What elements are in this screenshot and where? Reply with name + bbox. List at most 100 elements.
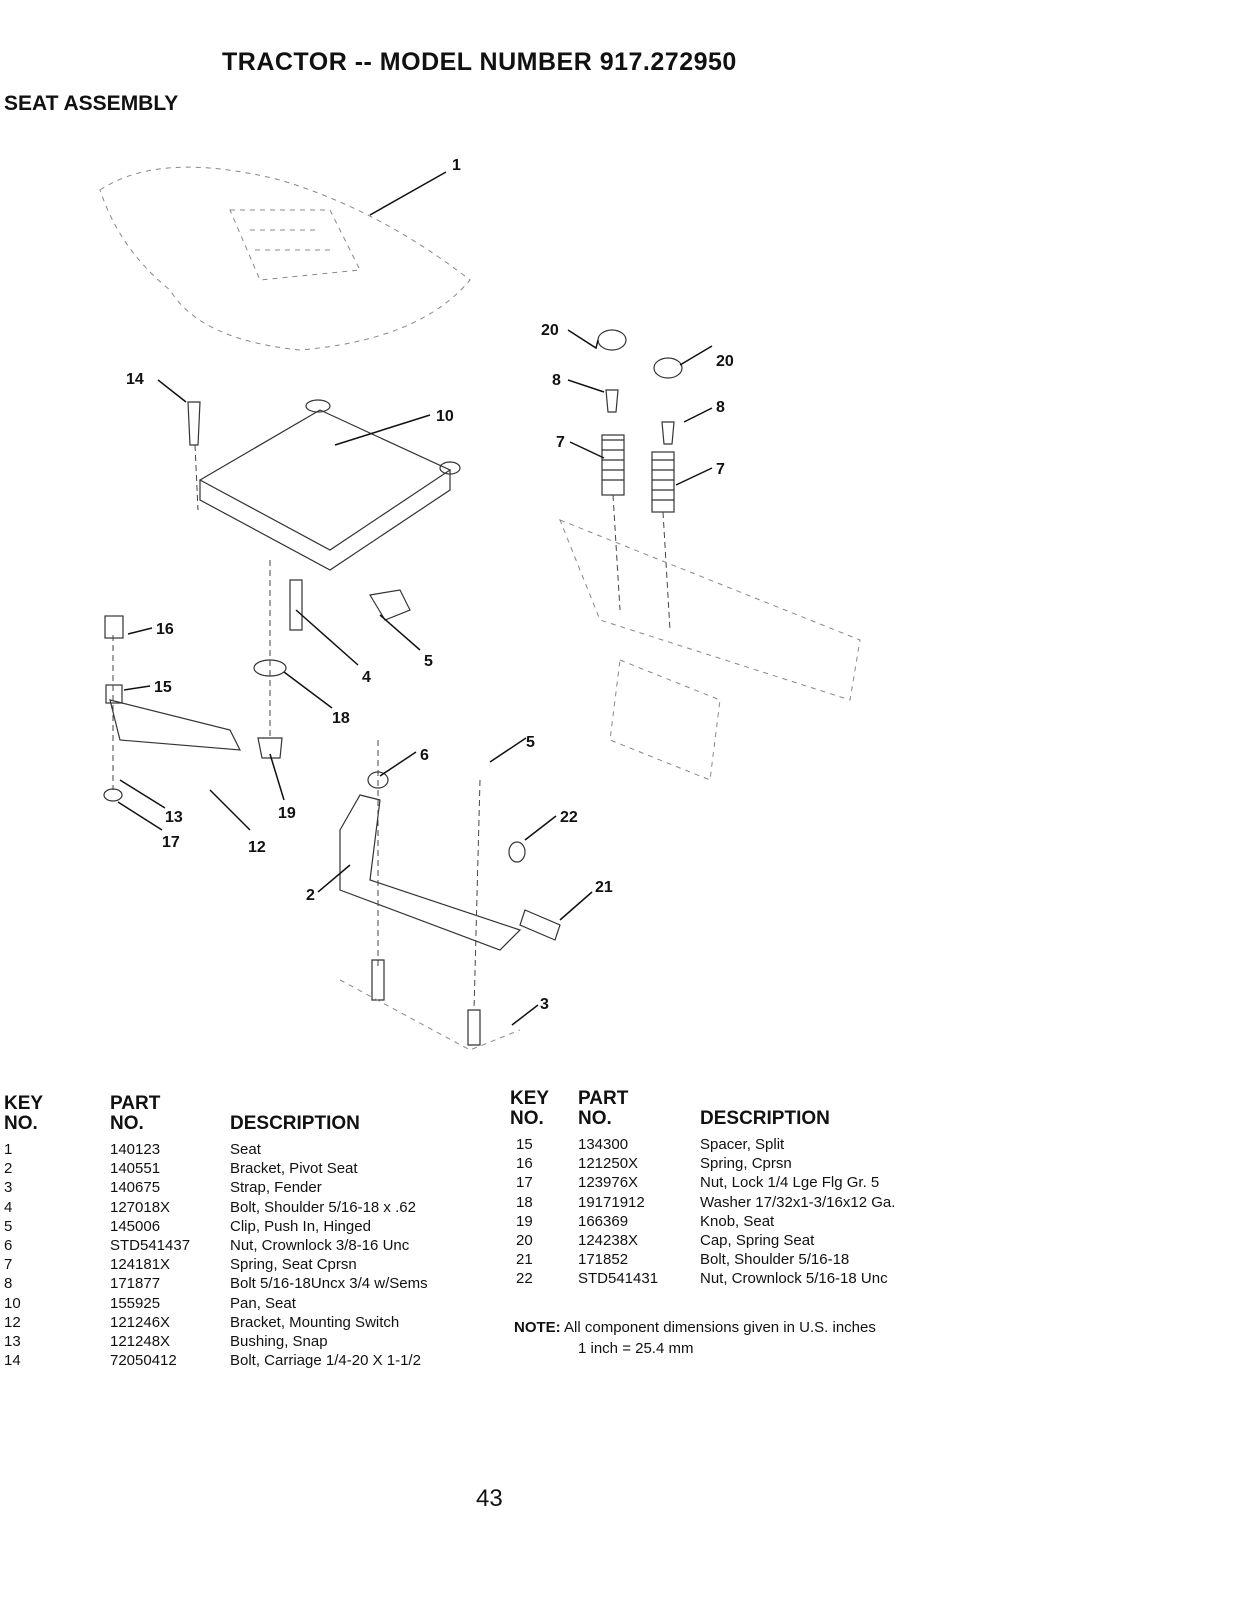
callout-5b: 5 xyxy=(526,734,535,751)
leader-lines xyxy=(117,171,713,1026)
part-no: 123976X xyxy=(578,1174,639,1192)
callout-8b: 8 xyxy=(716,399,725,416)
part-no: 121250X xyxy=(578,1155,639,1173)
page-title: TRACTOR -- MODEL NUMBER 917.272950 xyxy=(222,48,737,76)
part-no: 134300 xyxy=(578,1136,629,1153)
key-no: 10 xyxy=(4,1294,21,1312)
description-header: DESCRIPTION xyxy=(700,1108,830,1129)
part-no: 140123 xyxy=(110,1141,161,1158)
key-header-line2: NO. xyxy=(4,1113,38,1134)
part-no: 171852 xyxy=(578,1251,629,1269)
key-header-line2: NO. xyxy=(510,1108,544,1129)
part-description: Spring, Seat Cprsn xyxy=(230,1256,357,1274)
callout-22: 22 xyxy=(560,809,578,826)
callout-7a: 7 xyxy=(556,434,565,451)
callout-17: 17 xyxy=(162,834,180,851)
part-description: Nut, Lock 1/4 Lge Flg Gr. 5 xyxy=(700,1174,880,1192)
part-no: STD541431 xyxy=(578,1270,659,1288)
part-description: Bracket, Pivot Seat xyxy=(230,1160,358,1178)
callout-19: 19 xyxy=(278,805,296,822)
callout-20a: 20 xyxy=(541,322,559,339)
part-no: 124181X xyxy=(110,1256,171,1274)
key-no: 1 xyxy=(4,1141,13,1158)
part-no: 171877 xyxy=(110,1275,161,1293)
callout-16: 16 xyxy=(156,621,174,638)
part-description: Washer 17/32x1-3/16x12 Ga. xyxy=(700,1193,896,1211)
seat-assembly-diagram: 1 14 10 20 20 8 8 7 7 16 4 5 15 18 6 5 1… xyxy=(99,157,861,1051)
callout-3: 3 xyxy=(540,996,549,1013)
key-no: 20 xyxy=(516,1232,533,1249)
part-description: Bolt, Shoulder 5/16-18 x .62 xyxy=(230,1198,416,1216)
description-header: DESCRIPTION xyxy=(230,1113,360,1134)
key-no: 5 xyxy=(4,1217,13,1235)
part-description: Pan, Seat xyxy=(230,1294,296,1312)
key-no: 18 xyxy=(516,1193,533,1211)
part-no: 140675 xyxy=(110,1179,161,1197)
part-no: 19171912 xyxy=(578,1193,645,1211)
part-description: Clip, Push In, Hinged xyxy=(230,1217,371,1235)
callout-13: 13 xyxy=(165,809,183,826)
part-description: Bolt 5/16-18Uncx 3/4 w/Sems xyxy=(230,1275,428,1293)
part-header-line2: NO. xyxy=(110,1113,144,1134)
part-no: 121246X xyxy=(110,1313,171,1331)
section-title: SEAT ASSEMBLY xyxy=(4,92,179,115)
part-description: Bolt, Carriage 1/4-20 X 1-1/2 xyxy=(230,1352,421,1370)
part-no: STD541437 xyxy=(110,1237,191,1254)
callout-7b: 7 xyxy=(716,461,725,478)
callout-20b: 20 xyxy=(716,353,734,370)
part-description: Bushing, Snap xyxy=(230,1333,328,1350)
part-no: 145006 xyxy=(110,1217,161,1235)
key-no: 8 xyxy=(4,1275,13,1293)
callout-2: 2 xyxy=(306,887,315,904)
callout-1: 1 xyxy=(452,157,461,174)
part-description: Nut, Crownlock 3/8-16 Unc xyxy=(230,1237,410,1254)
key-no: 14 xyxy=(4,1352,21,1370)
part-description: Strap, Fender xyxy=(230,1179,322,1197)
callout-21: 21 xyxy=(595,879,613,896)
part-description: Bracket, Mounting Switch xyxy=(230,1313,400,1331)
callout-4: 4 xyxy=(362,669,371,686)
part-description: Spacer, Split xyxy=(700,1136,785,1153)
key-no: 2 xyxy=(4,1160,13,1178)
part-description: Bolt, Shoulder 5/16-18 xyxy=(700,1251,850,1269)
carriage-bolt-illustration xyxy=(187,401,201,511)
callout-18: 18 xyxy=(332,710,350,727)
seat-pan-illustration xyxy=(198,399,461,571)
note-line2: 1 inch = 25.4 mm xyxy=(578,1340,694,1357)
key-no: 13 xyxy=(4,1333,21,1350)
part-no: 72050412 xyxy=(110,1352,177,1370)
knob-and-washer-illustration xyxy=(253,560,303,759)
note: NOTE: All component dimensions given in … xyxy=(514,1318,876,1338)
part-no: 140551 xyxy=(110,1160,161,1178)
callout-labels: 1 14 10 20 20 8 8 7 7 16 4 5 15 18 6 5 1… xyxy=(126,157,734,1013)
part-no: 121248X xyxy=(110,1333,171,1350)
key-no: 21 xyxy=(516,1251,533,1269)
key-header-line1: KEY xyxy=(4,1093,44,1114)
frame-illustration xyxy=(559,519,861,781)
key-no: 3 xyxy=(4,1179,13,1197)
callout-12: 12 xyxy=(248,839,266,856)
note-label: NOTE: xyxy=(514,1319,561,1336)
key-no: 22 xyxy=(516,1270,533,1288)
switch-bracket-illustration xyxy=(103,615,242,802)
key-no: 7 xyxy=(4,1256,13,1274)
part-description: Cap, Spring Seat xyxy=(700,1232,815,1249)
key-no: 15 xyxy=(516,1136,533,1153)
part-description: Nut, Crownlock 5/16-18 Unc xyxy=(700,1270,888,1288)
callout-10: 10 xyxy=(436,408,454,425)
note-line1: All component dimensions given in U.S. i… xyxy=(564,1319,876,1336)
key-no: 16 xyxy=(516,1155,533,1173)
callout-5a: 5 xyxy=(424,653,433,670)
callout-14: 14 xyxy=(126,371,144,388)
part-header-line1: PART xyxy=(578,1088,629,1109)
part-header-line1: PART xyxy=(110,1093,161,1114)
push-clip-illustration xyxy=(369,589,411,621)
callout-15: 15 xyxy=(154,679,172,696)
key-no: 17 xyxy=(516,1174,533,1192)
key-header-line1: KEY xyxy=(510,1088,550,1109)
part-description: Seat xyxy=(230,1141,261,1158)
part-description: Spring, Cprsn xyxy=(700,1155,792,1173)
part-no: 155925 xyxy=(110,1294,161,1312)
pivot-bracket-illustration xyxy=(339,740,561,1051)
key-no: 4 xyxy=(4,1198,13,1216)
